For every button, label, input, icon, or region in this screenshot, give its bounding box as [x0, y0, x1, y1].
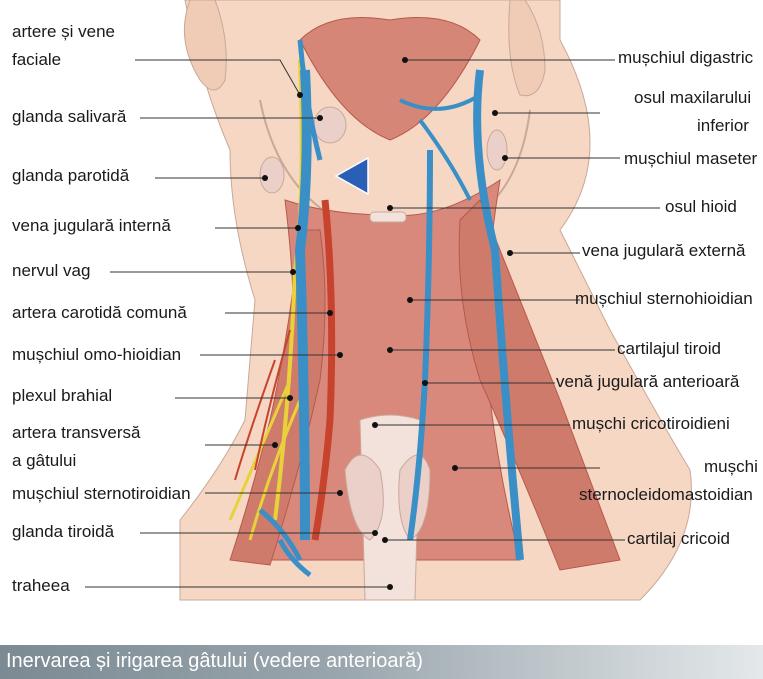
label-mandible-1: osul maxilarului [634, 88, 751, 108]
label-omohyoid: mușchiul omo-hioidian [12, 345, 181, 365]
label-salivary: glanda salivară [12, 107, 126, 127]
caption-bar: Inervarea și irigarea gâtului (vedere an… [0, 645, 763, 679]
label-facial-2: faciale [12, 50, 61, 70]
label-facial-1: artere și vene [12, 22, 115, 42]
ear-left [184, 0, 226, 90]
parotid-right-shape [487, 130, 507, 170]
salivary-shape [314, 107, 346, 143]
label-carotid: artera carotidă comună [12, 303, 187, 323]
label-cricothyroid: mușchi cricotiroidieni [572, 414, 730, 434]
figure-caption: Inervarea și irigarea gâtului (vedere an… [6, 650, 423, 673]
label-sternothyroid: mușchiul sternotiroidian [12, 484, 191, 504]
label-jugular-ant: venă jugulară anterioară [556, 372, 739, 392]
label-jugular-ext: vena jugulară externă [582, 241, 746, 261]
label-transverse-2: a gâtului [12, 451, 76, 471]
label-brachial: plexul brahial [12, 386, 112, 406]
label-transverse-1: artera transversă [12, 423, 141, 443]
label-scm-2: sternocleidomastoidian [579, 485, 753, 505]
hyoid-shape [370, 212, 406, 222]
label-mandible-2: inferior [697, 116, 749, 136]
label-parotid: glanda parotidă [12, 166, 129, 186]
label-scm-1: mușchi [704, 457, 758, 477]
label-vagus: nervul vag [12, 261, 90, 281]
label-digastric: mușchiul digastric [618, 48, 753, 68]
label-thyroid-cart: cartilajul tiroid [617, 339, 721, 359]
label-cricoid: cartilaj cricoid [627, 529, 730, 549]
label-trachea: traheea [12, 576, 70, 596]
label-hyoid: osul hioid [665, 197, 737, 217]
label-masseter: mușchiul maseter [624, 149, 757, 169]
label-thyroid-gland: glanda tiroidă [12, 522, 114, 542]
label-jugular-int: vena jugulară internă [12, 216, 171, 236]
label-sternohyoid: mușchiul sternohioidian [575, 289, 753, 309]
parotid-shape [260, 157, 284, 193]
